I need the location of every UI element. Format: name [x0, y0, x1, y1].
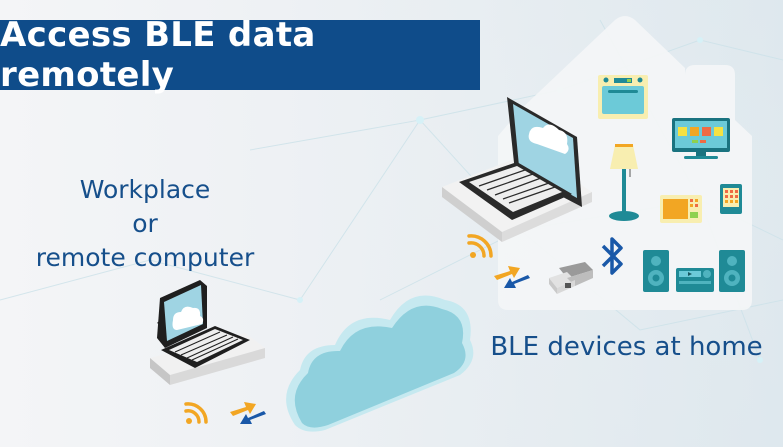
wifi-icon	[184, 402, 208, 424]
transfer-arrows-icon	[230, 402, 266, 424]
wifi-icon	[467, 234, 493, 258]
remote-computer-caption: Workplace or remote computer	[0, 173, 290, 275]
home-devices-caption: BLE devices at home	[490, 332, 763, 362]
caption-line-remote-computer: remote computer	[35, 243, 255, 272]
laptop-icon	[442, 97, 592, 242]
page-title: Access BLE data remotely	[0, 15, 316, 95]
bluetooth-icon	[601, 237, 623, 275]
caption-line-or: or	[132, 209, 158, 238]
lamp-icon	[609, 144, 639, 221]
tv-icon	[672, 118, 730, 159]
laptop-icon	[150, 280, 265, 385]
stereo-icon	[643, 250, 745, 292]
caption-line-workplace: Workplace	[79, 175, 211, 204]
usb-dongle-icon	[549, 262, 593, 294]
title-banner: Access BLE data remotely	[0, 15, 480, 95]
transfer-arrows-icon	[494, 266, 530, 288]
oven-icon	[598, 75, 648, 119]
microwave-icon	[660, 195, 702, 223]
tablet-icon	[720, 184, 742, 214]
cloud-icon	[286, 295, 474, 432]
